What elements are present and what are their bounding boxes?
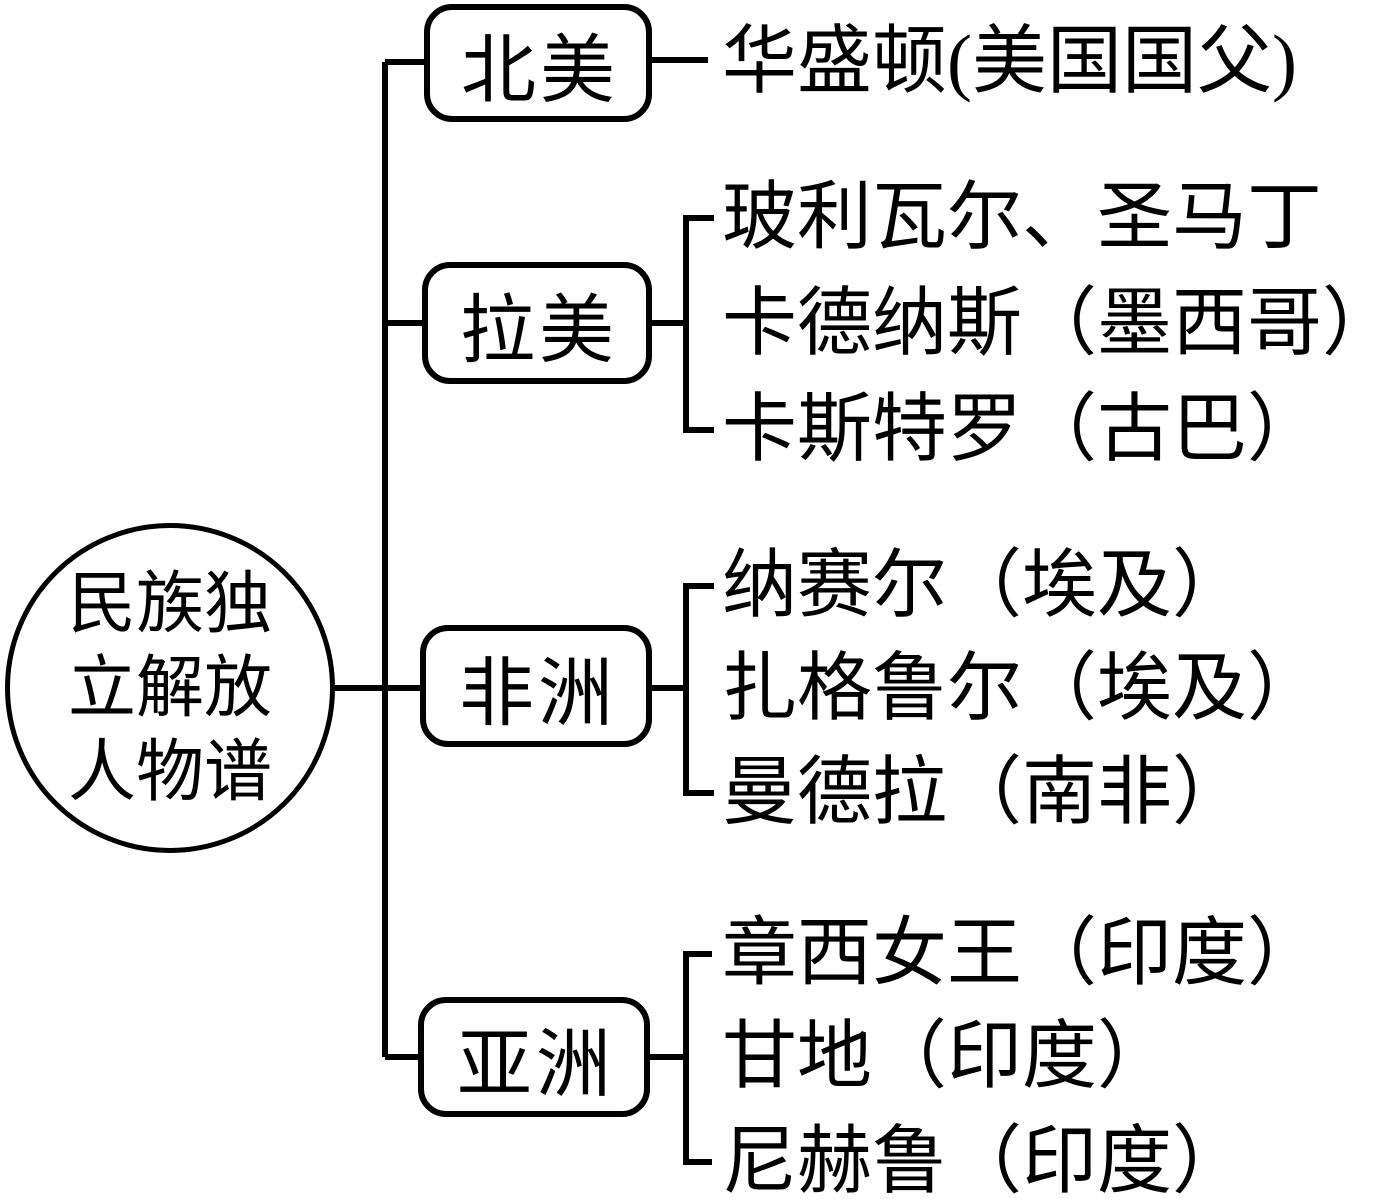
branch-node-latin-america: 拉美 (422, 262, 652, 384)
branch-label-asia: 亚洲 (456, 1023, 615, 1107)
leaf-item-nehru: 尼赫鲁（印度） (722, 1120, 1248, 1199)
root-label-line-1: 民族独 (67, 566, 272, 642)
root-node: 民族独 立解放 人物谱 (5, 523, 335, 853)
branch-label-latin-america: 拉美 (459, 289, 618, 373)
branch-label-north-america: 北美 (460, 29, 619, 113)
leaf-item-castro: 卡斯特罗（古巴） (722, 388, 1323, 472)
root-label-line-3: 人物谱 (67, 734, 272, 810)
leaf-item-mandela: 曼德拉（南非） (722, 751, 1248, 835)
branch-label-africa: 非洲 (458, 652, 617, 736)
leaf-item-nasser: 纳赛尔（埃及） (722, 544, 1248, 628)
branch-node-north-america: 北美 (424, 4, 652, 122)
leaf-item-washington: 华盛顿(美国国父) (722, 20, 1297, 104)
branch-node-asia: 亚洲 (418, 997, 650, 1117)
root-label-line-2: 立解放 (67, 650, 272, 726)
leaf-item-rani-of-jhansi: 章西女王（印度） (722, 912, 1323, 996)
branch-node-africa: 非洲 (420, 625, 652, 747)
leaf-item-gandhi: 甘地（印度） (722, 1015, 1173, 1099)
leaf-item-zaghloul: 扎格鲁尔（埃及） (722, 647, 1323, 731)
leaf-item-cardenas: 卡德纳斯（墨西哥） (722, 282, 1398, 366)
root-node-label: 民族独 立解放 人物谱 (68, 562, 272, 814)
leaf-item-bolivar-sanmartin: 玻利瓦尔、圣马丁 (722, 176, 1323, 260)
